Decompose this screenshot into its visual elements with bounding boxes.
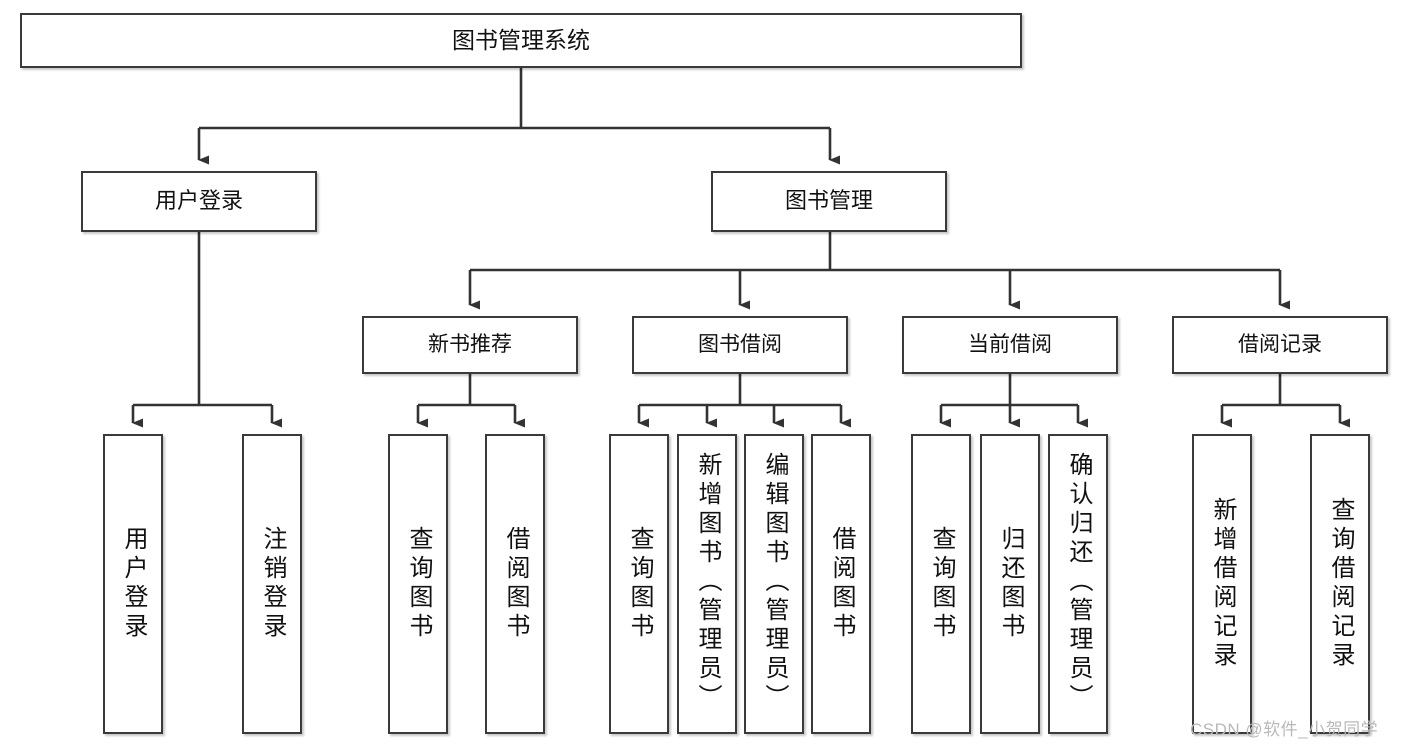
leaf-label: 借阅图书: [502, 526, 529, 642]
node-label: 图书借阅: [698, 333, 782, 357]
leaf-new-book-borrow-book[interactable]: 借阅图书: [485, 434, 545, 734]
leaf-borrow-record-add-record[interactable]: 新增借阅记录: [1192, 434, 1252, 734]
leaf-label: 查询图书: [405, 526, 432, 642]
node-new-book-recommend[interactable]: 新书推荐: [362, 316, 578, 374]
node-label: 新书推荐: [428, 333, 512, 357]
leaf-book-borrow-add-book-admin[interactable]: 新增图书（管理员）: [677, 434, 737, 734]
leaf-label: 借阅图书: [828, 526, 855, 642]
node-label: 当前借阅: [968, 333, 1052, 357]
leaf-current-borrow-return-book[interactable]: 归还图书: [980, 434, 1040, 734]
leaf-borrow-record-query-record[interactable]: 查询借阅记录: [1310, 434, 1370, 734]
node-label: 用户登录: [154, 188, 243, 214]
node-label: 借阅记录: [1238, 333, 1322, 357]
leaf-user-login-login[interactable]: 用户登录: [103, 434, 163, 734]
node-current-borrow[interactable]: 当前借阅: [902, 316, 1118, 374]
node-book-management[interactable]: 图书管理: [711, 171, 947, 232]
node-book-borrow[interactable]: 图书借阅: [632, 316, 848, 374]
leaf-book-borrow-edit-book-admin[interactable]: 编辑图书（管理员）: [744, 434, 804, 734]
leaf-current-borrow-confirm-return-admin[interactable]: 确认归还（管理员）: [1048, 434, 1108, 734]
node-root-book-management-system[interactable]: 图书管理系统: [20, 13, 1022, 68]
leaf-label: 新增借阅记录: [1209, 497, 1236, 671]
leaf-label: 注销登录: [259, 526, 286, 642]
node-user-login[interactable]: 用户登录: [81, 171, 317, 232]
watermark: CSDN @软件_小贺同学: [1190, 720, 1379, 739]
leaf-label: 查询借阅记录: [1327, 497, 1354, 671]
leaf-label: 新增图书（管理员）: [694, 452, 721, 713]
leaf-label: 查询图书: [928, 526, 955, 642]
leaf-user-login-logout[interactable]: 注销登录: [242, 434, 302, 734]
leaf-label: 归还图书: [997, 526, 1024, 642]
leaf-current-borrow-query-book[interactable]: 查询图书: [911, 434, 971, 734]
leaf-label: 编辑图书（管理员）: [761, 452, 788, 713]
leaf-label: 确认归还（管理员）: [1065, 452, 1092, 713]
node-borrow-record[interactable]: 借阅记录: [1172, 316, 1388, 374]
leaf-new-book-query-book[interactable]: 查询图书: [388, 434, 448, 734]
leaf-label: 查询图书: [626, 526, 653, 642]
leaf-book-borrow-query-book[interactable]: 查询图书: [609, 434, 669, 734]
leaf-label: 用户登录: [120, 526, 147, 642]
node-label: 图书管理: [784, 188, 873, 214]
node-label: 图书管理系统: [452, 26, 590, 53]
leaf-book-borrow-borrow-book[interactable]: 借阅图书: [811, 434, 871, 734]
